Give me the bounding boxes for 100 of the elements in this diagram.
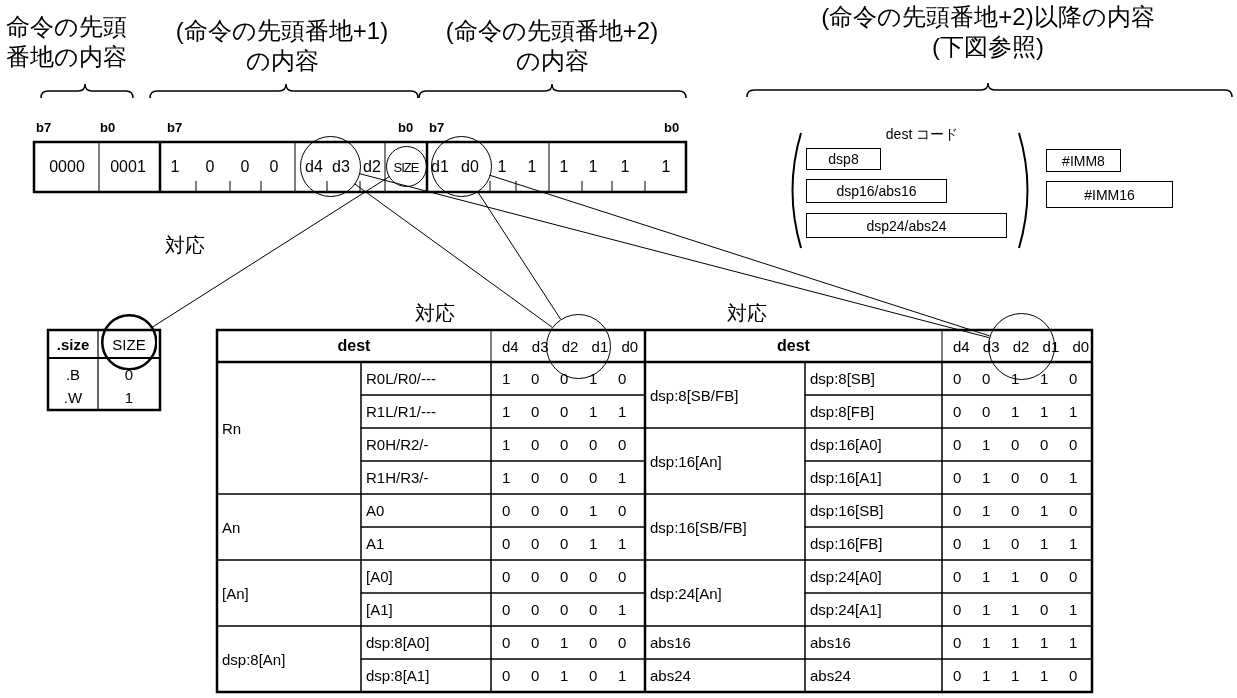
circle-marker xyxy=(385,145,427,187)
correspondence-label: 対応 xyxy=(414,300,456,326)
table-cell-text: dsp:8[FB] xyxy=(809,402,876,422)
bit-value: 1 xyxy=(496,157,508,177)
heading: (命令の先頭番地+1)の内容 xyxy=(174,16,390,76)
caption: dest コード xyxy=(884,126,960,144)
table-cell-text: abs24 xyxy=(649,666,692,686)
table-cell-text: 0 0 1 1 1 xyxy=(952,402,1079,422)
table-cell-text: 0 1 1 0 0 xyxy=(952,567,1079,587)
bit-value: 0001 xyxy=(109,157,147,177)
bit-number: b7 xyxy=(167,119,184,135)
code-box: #IMM8 xyxy=(1046,149,1121,172)
table-cell-text: 0 xyxy=(123,364,135,385)
bit-value: 1 xyxy=(558,157,570,177)
bit-value: 1 xyxy=(587,157,599,177)
table-cell-text: 1 0 0 0 0 xyxy=(501,435,628,455)
table-cell-text: dest xyxy=(336,336,372,356)
table-cell-text: dsp:8[SB/FB] xyxy=(649,385,740,406)
code-box: dsp24/abs24 xyxy=(806,213,1007,238)
leader-line xyxy=(358,173,990,339)
table-cell-text: dsp:16[A1] xyxy=(809,468,883,488)
table-cell-text: 0 0 0 0 0 xyxy=(501,567,628,587)
table-cell-text: 1 0 0 1 0 xyxy=(501,369,628,389)
bit-value: 0000 xyxy=(48,157,86,177)
table-cell-text: abs16 xyxy=(649,633,692,653)
table-cell-text: dsp:16[FB] xyxy=(809,534,884,554)
table-cell-text: 0 1 0 1 0 xyxy=(952,501,1079,521)
table-cell-text: dsp:16[A0] xyxy=(809,435,883,455)
table-cell-text: .W xyxy=(62,387,84,408)
correspondence-label: 対応 xyxy=(164,232,206,258)
leader-line xyxy=(476,190,562,320)
bit-value: 1 xyxy=(660,157,672,177)
bit-number: b0 xyxy=(398,119,415,135)
leader-line xyxy=(151,176,390,328)
bit-value: 0 xyxy=(239,157,251,177)
table-cell-text: dsp:8[A0] xyxy=(365,633,431,653)
table-cell-text: R1L/R1/--- xyxy=(365,402,437,422)
table-cell-text: 0 1 1 1 0 xyxy=(952,666,1079,686)
table-cell-text: 0 0 1 0 1 xyxy=(501,666,628,686)
table-cell-text: dsp:24[A1] xyxy=(809,600,883,620)
table-cell-text: R1H/R3/- xyxy=(365,468,430,488)
table-cell-text: dsp:16[An] xyxy=(649,451,723,472)
table-cell-text: [A1] xyxy=(365,600,394,620)
table-cell-text: dsp:16[SB] xyxy=(809,501,885,521)
bit-value: 0 xyxy=(204,157,216,177)
bit-value: d2 xyxy=(362,157,382,177)
circle-marker xyxy=(100,313,158,371)
table-cell-text: 0 0 0 1 1 xyxy=(501,534,628,554)
correspondence-label: 対応 xyxy=(726,300,768,326)
code-box: dsp16/abs16 xyxy=(806,179,947,203)
bit-number: b7 xyxy=(36,119,53,135)
code-box: dsp8 xyxy=(806,148,881,170)
table-cell-text: abs24 xyxy=(809,666,852,686)
table-cell-text: dest xyxy=(776,336,811,356)
bit-value: 1 xyxy=(169,157,181,177)
code-box: #IMM16 xyxy=(1046,181,1173,208)
bit-number: b0 xyxy=(664,119,681,135)
bit-value: 1 xyxy=(619,157,631,177)
bit-value: d4 xyxy=(304,157,324,177)
bit-number: b0 xyxy=(100,119,117,135)
table-cell-text: 0 0 1 0 0 xyxy=(501,633,628,653)
table-cell-text: 1 0 0 0 1 xyxy=(501,468,628,488)
table-cell-text: A1 xyxy=(365,534,386,554)
table-cell-text: 0 1 0 0 0 xyxy=(952,435,1079,455)
table-cell-text: 0 1 0 0 1 xyxy=(952,468,1079,488)
table-cell-text: R0H/R2/- xyxy=(365,435,430,455)
table-cell-text: A0 xyxy=(365,501,386,521)
table-cell-text: [An] xyxy=(221,583,250,604)
table-cell-text: 0 1 0 1 1 xyxy=(952,534,1079,554)
table-cell-text: An xyxy=(221,517,242,538)
heading: (命令の先頭番地+2)以降の内容(下図参照) xyxy=(820,2,1156,62)
table-cell-text: SIZE xyxy=(111,334,147,355)
table-cell-text: abs16 xyxy=(809,633,852,653)
table-cell-text: 1 xyxy=(123,387,135,408)
table-cell-text: dsp:24[An] xyxy=(649,583,723,604)
table-cell-text: 0 0 0 1 0 xyxy=(501,501,628,521)
table-cell-text: dsp:8[SB] xyxy=(809,369,877,389)
table-cell-text: dsp:24[A0] xyxy=(809,567,883,587)
bit-value: d0 xyxy=(460,157,480,177)
bit-number: b7 xyxy=(429,119,446,135)
table-cell-text: .size xyxy=(55,334,91,355)
table-cell-text: dsp:16[SB/FB] xyxy=(649,517,748,538)
heading: (命令の先頭番地+2)の内容 xyxy=(444,16,660,76)
table-cell-text: dsp:8[An] xyxy=(221,649,287,670)
table-cell-text: .B xyxy=(64,364,82,385)
circle-marker xyxy=(299,135,361,197)
table-cell-text: 1 0 0 1 1 xyxy=(501,402,628,422)
bit-value: 1 xyxy=(526,157,538,177)
table-cell-text: R0L/R0/--- xyxy=(365,369,437,389)
leader-line xyxy=(489,174,991,337)
leader-line xyxy=(353,183,553,328)
heading: 命令の先頭番地の内容 xyxy=(6,12,128,72)
circle-marker xyxy=(430,135,492,197)
table-cell-text: Rn xyxy=(221,418,243,439)
bit-value: 0 xyxy=(268,157,280,177)
bit-value: d3 xyxy=(331,157,351,177)
table-cell-text: [A0] xyxy=(365,567,394,587)
table-cell-text: 0 1 1 1 1 xyxy=(952,633,1079,653)
bit-value: SIZE xyxy=(392,158,420,177)
table-cell-text: 0 0 0 0 1 xyxy=(501,600,628,620)
